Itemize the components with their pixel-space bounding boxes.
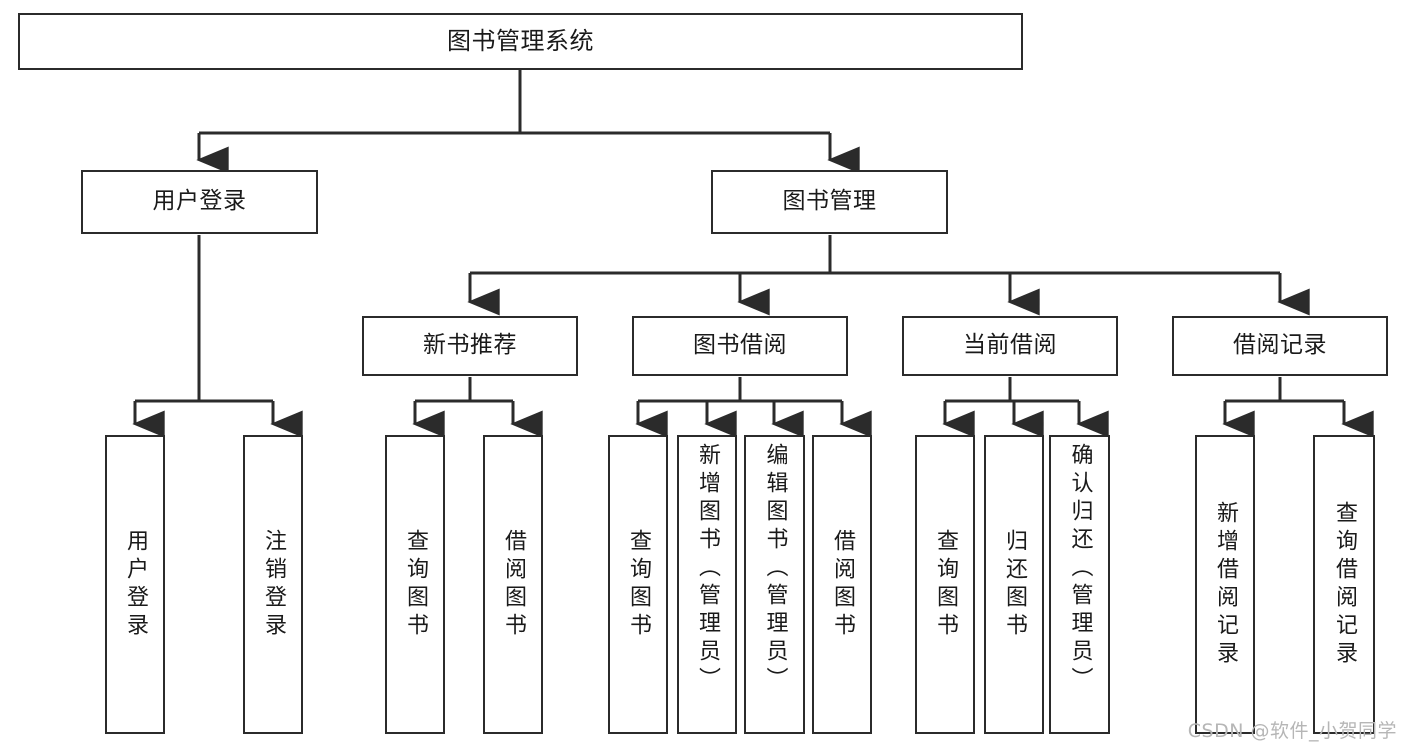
node-label: 注销登录 [261, 528, 286, 641]
leaf-current-query-book[interactable]: 查询图书 [915, 435, 975, 734]
leaf-borrow-borrow-book[interactable]: 借阅图书 [812, 435, 872, 734]
leaf-current-confirm-return-admin[interactable]: 确认归还（管理员） [1049, 435, 1110, 734]
leaf-borrow-add-book-admin[interactable]: 新增图书（管理员） [677, 435, 737, 734]
node-label: 查询图书 [626, 528, 651, 641]
node-label: 确认归还（管理员） [1067, 443, 1093, 695]
node-new-book-recommend[interactable]: 新书推荐 [362, 316, 578, 376]
node-user-login[interactable]: 用户登录 [81, 170, 318, 234]
node-book-management[interactable]: 图书管理 [711, 170, 948, 234]
node-label: 图书借阅 [693, 332, 787, 359]
leaf-recommend-query-book[interactable]: 查询图书 [385, 435, 445, 734]
node-label: 新书推荐 [423, 332, 517, 359]
watermark-text: CSDN @软件_小贺同学 [1187, 720, 1397, 742]
node-label: 归还图书 [1002, 528, 1027, 641]
node-label: 图书管理系统 [447, 27, 594, 56]
node-label: 用户登录 [123, 528, 148, 641]
leaf-user-login-signout[interactable]: 注销登录 [243, 435, 303, 734]
node-label: 编辑图书（管理员） [762, 443, 788, 695]
node-label: 新增借阅记录 [1213, 500, 1238, 669]
leaf-current-return-book[interactable]: 归还图书 [984, 435, 1044, 734]
leaf-recommend-borrow-book[interactable]: 借阅图书 [483, 435, 543, 734]
node-book-borrow[interactable]: 图书借阅 [632, 316, 848, 376]
node-label: 借阅图书 [501, 528, 526, 641]
node-label: 查询借阅记录 [1332, 500, 1357, 669]
node-label: 查询图书 [403, 528, 428, 641]
leaf-record-query-record[interactable]: 查询借阅记录 [1313, 435, 1375, 734]
leaf-user-login-signin[interactable]: 用户登录 [105, 435, 165, 734]
node-label: 借阅记录 [1233, 332, 1327, 359]
node-label: 查询图书 [933, 528, 958, 641]
node-label: 图书管理 [782, 188, 877, 215]
leaf-borrow-query-book[interactable]: 查询图书 [608, 435, 668, 734]
node-current-borrow[interactable]: 当前借阅 [902, 316, 1118, 376]
leaf-record-add-record[interactable]: 新增借阅记录 [1195, 435, 1255, 734]
node-root-system[interactable]: 图书管理系统 [18, 13, 1023, 70]
node-borrow-record[interactable]: 借阅记录 [1172, 316, 1388, 376]
node-label: 当前借阅 [963, 332, 1057, 359]
leaf-borrow-edit-book-admin[interactable]: 编辑图书（管理员） [744, 435, 805, 734]
node-label: 新增图书（管理员） [695, 443, 720, 695]
node-label: 借阅图书 [830, 528, 855, 641]
node-label: 用户登录 [152, 188, 247, 215]
